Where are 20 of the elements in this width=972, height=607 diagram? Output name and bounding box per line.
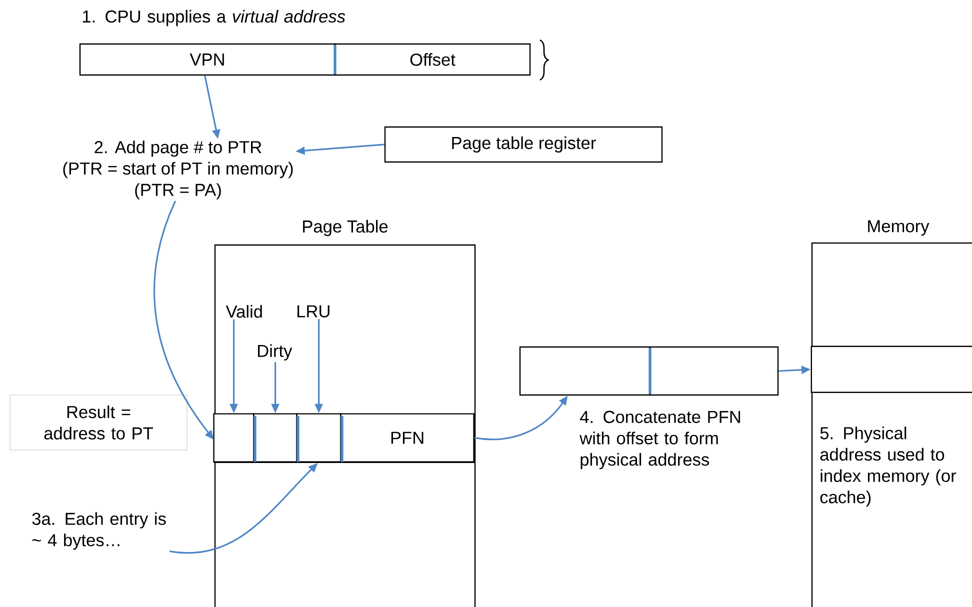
address-field — [519, 346, 651, 396]
step-text: 3a. Each entry is ~ 4 bytes… — [32, 512, 166, 550]
step-text: 4. Concatenate PFN with offset to form physical address — [580, 410, 740, 470]
address-field — [649, 346, 779, 396]
node-label: Memory — [868, 220, 930, 236]
memory-block: Memory 5. Physical address used to index memory (or cache) — [811, 220, 972, 607]
flag-label: Dirty — [258, 344, 292, 360]
entry-cell — [213, 413, 254, 462]
address-field: VPN — [79, 43, 336, 76]
step-heading: 1. CPU supplies a virtual address — [82, 10, 346, 26]
entry-cell — [253, 413, 298, 462]
address-field: Offset — [334, 43, 531, 76]
register-box: Page table register — [384, 126, 663, 163]
step-text: 2. Add page # to PTR (PTR = start of PT in memory) (PTR = PA) — [63, 140, 293, 200]
entry-cell — [296, 413, 342, 462]
flag-label: LRU — [298, 305, 330, 318]
flag-label: Valid — [226, 305, 262, 318]
node-label: Page Table — [303, 220, 388, 236]
note-box: Result = address to PT — [10, 394, 188, 450]
memory-row — [810, 346, 972, 393]
